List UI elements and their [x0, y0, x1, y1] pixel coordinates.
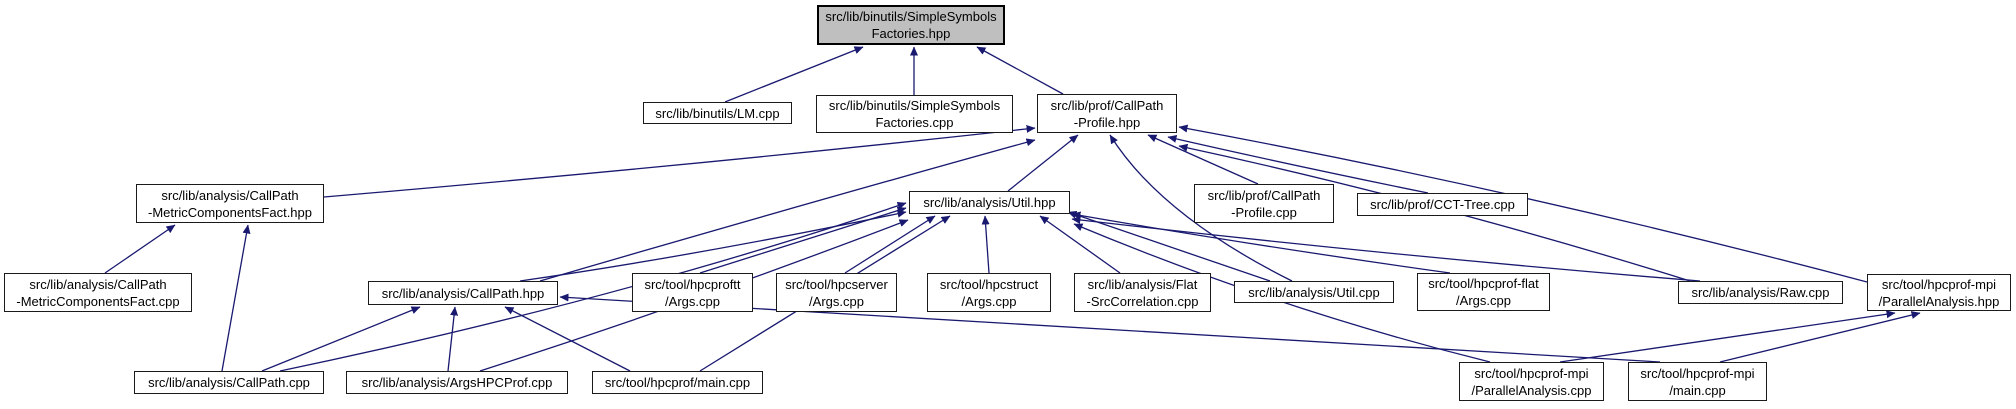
include-edge-util-cpp-to-callpath-profile-hpp — [1109, 134, 1293, 282]
graph-node-label: src/tool/hpcprof-mpi — [1474, 365, 1589, 381]
graph-node-hpcproftt-args-cpp[interactable]: src/tool/hpcproftt/Args.cpp — [632, 273, 753, 312]
graph-node-hpcprof-main-cpp[interactable]: src/tool/hpcprof/main.cpp — [592, 371, 763, 394]
include-edge-util-hpp-to-callpath-profile-hpp — [1007, 134, 1079, 192]
graph-node-label: src/tool/hpcprof/main.cpp — [604, 375, 751, 390]
graph-node-label: src/lib/analysis/ArgsHPCProf.cpp — [361, 375, 553, 390]
graph-node-hpcserver-args-cpp[interactable]: src/tool/hpcserver/Args.cpp — [776, 273, 897, 312]
graph-node-label: src/lib/prof/CallPath — [1207, 187, 1321, 203]
include-edge-hpcprof-flat-args-cpp-to-util-hpp — [1071, 211, 1451, 274]
graph-node-label: src/lib/prof/CallPath — [1050, 97, 1164, 113]
include-edge-cct-tree-cpp-to-callpath-profile-hpp — [1167, 135, 1429, 194]
graph-node-label: src/lib/analysis/CallPath.hpp — [381, 285, 545, 301]
graph-node-hpcprof-mpi-main-cpp[interactable]: src/tool/hpcprof-mpi/main.cpp — [1628, 362, 1767, 401]
graph-node-util-hpp[interactable]: src/lib/analysis/Util.hpp — [909, 191, 1070, 214]
include-edge-raw-cpp-to-util-hpp — [1071, 216, 1701, 282]
graph-node-label: /Args.cpp — [961, 293, 1017, 309]
include-edge-util-cpp-to-util-hpp — [1067, 210, 1271, 282]
graph-node-label: src/lib/analysis/Util.hpp — [923, 195, 1056, 210]
graph-node-callpath-profile-cpp[interactable]: src/lib/prof/CallPath-Profile.cpp — [1194, 184, 1334, 223]
graph-node-label: -MetricComponentsFact.hpp — [147, 204, 312, 220]
graph-node-label: -SrcCorrelation.cpp — [1086, 293, 1199, 309]
graph-node-callpath-hpp[interactable]: src/lib/analysis/CallPath.hpp — [368, 281, 558, 305]
graph-node-parallelanalysis-hpp[interactable]: src/tool/hpcprof-mpi/ParallelAnalysis.hp… — [1867, 274, 2011, 311]
graph-node-label: Factories.hpp — [871, 26, 951, 41]
include-edge-callpath-metriccomponentsfact-hpp-to-callpath-profile-hpp — [323, 124, 1036, 198]
graph-node-label: /Args.cpp — [665, 293, 720, 309]
include-edge-lm-cpp-to-simplesymbolsfactories-hpp — [724, 46, 864, 103]
graph-node-label: src/tool/hpcstruct — [939, 276, 1039, 292]
graph-node-label: src/tool/hpcprof-flat — [1428, 276, 1539, 291]
graph-node-label: src/lib/analysis/CallPath — [29, 276, 167, 292]
graph-node-label: src/lib/analysis/Util.cpp — [1248, 284, 1380, 300]
graph-node-parallelanalysis-cpp[interactable]: src/tool/hpcprof-mpi/ParallelAnalysis.cp… — [1459, 362, 1604, 401]
include-edge-callpath-profile-cpp-to-callpath-profile-hpp — [1147, 134, 1259, 185]
include-edge-callpath-cpp-to-callpath-metriccomponentsfact-hpp — [221, 224, 251, 372]
graph-node-label: src/tool/hpcserver — [785, 276, 888, 292]
graph-node-util-cpp[interactable]: src/lib/analysis/Util.cpp — [1234, 281, 1394, 303]
graph-node-label: src/lib/analysis/Raw.cpp — [1691, 285, 1830, 300]
graph-node-label: src/lib/binutils/SimpleSymbols — [828, 98, 1001, 113]
graph-node-label: src/lib/prof/CCT-Tree.cpp — [1370, 197, 1515, 212]
include-edge-hpcproftt-args-cpp-to-util-hpp — [699, 206, 907, 274]
graph-node-label: -MetricComponentsFact.cpp — [16, 293, 180, 309]
graph-node-label: Factories.cpp — [875, 115, 954, 130]
graph-node-cct-tree-cpp[interactable]: src/lib/prof/CCT-Tree.cpp — [1357, 193, 1528, 216]
graph-node-label: /ParallelAnalysis.cpp — [1471, 382, 1592, 398]
graph-node-label: src/tool/hpcprof-mpi — [1640, 365, 1755, 381]
graph-node-label: -Profile.cpp — [1231, 204, 1297, 220]
include-edge-hpcserver-args-cpp-to-util-hpp — [844, 215, 936, 274]
graph-node-argshpcprof-cpp[interactable]: src/lib/analysis/ArgsHPCProf.cpp — [346, 371, 568, 394]
include-edge-callpath-cpp-to-util-hpp — [279, 201, 907, 372]
graph-node-hpcstruct-args-cpp[interactable]: src/tool/hpcstruct/Args.cpp — [927, 273, 1051, 312]
graph-node-label: src/lib/analysis/Flat — [1087, 276, 1198, 292]
include-edge-hpcprof-main-cpp-to-callpath-hpp — [504, 306, 631, 372]
graph-node-label: src/lib/analysis/CallPath.cpp — [148, 375, 310, 390]
graph-node-label: /Args.cpp — [1456, 293, 1511, 308]
graph-node-label: src/lib/analysis/CallPath — [161, 187, 299, 203]
graph-node-callpath-profile-hpp[interactable]: src/lib/prof/CallPath-Profile.hpp — [1037, 94, 1177, 133]
graph-node-flat-srccorrelation-cpp[interactable]: src/lib/analysis/Flat-SrcCorrelation.cpp — [1074, 273, 1211, 312]
graph-node-label: src/tool/hpcprof-mpi — [1881, 276, 1997, 292]
graph-node-callpath-metriccomponentsfact-cpp[interactable]: src/lib/analysis/CallPath-MetricComponen… — [4, 273, 192, 312]
graph-node-label: -Profile.hpp — [1073, 114, 1141, 130]
graph-node-lm-cpp[interactable]: src/lib/binutils/LM.cpp — [643, 102, 792, 124]
include-edge-hpcstruct-args-cpp-to-util-hpp — [981, 215, 990, 274]
graph-node-label: src/lib/binutils/LM.cpp — [655, 105, 780, 121]
graph-node-label: /ParallelAnalysis.hpp — [1878, 293, 2000, 309]
graph-node-label: src/lib/binutils/SimpleSymbols — [825, 9, 997, 24]
include-edge-callpath-cpp-to-callpath-hpp — [261, 306, 421, 372]
graph-node-label: src/tool/hpcproftt — [644, 276, 741, 292]
include-edge-callpath-hpp-to-callpath-profile-hpp — [539, 138, 1036, 282]
graph-node-label: /Args.cpp — [809, 293, 864, 309]
include-edge-callpath-profile-hpp-to-simplesymbolsfactories-hpp — [976, 46, 1064, 95]
graph-node-label: /main.cpp — [1669, 382, 1726, 398]
include-edge-hpcprof-mpi-main-cpp-to-parallelanalysis-hpp — [1719, 311, 1921, 363]
graph-node-hpcprof-flat-args-cpp[interactable]: src/tool/hpcprof-flat/Args.cpp — [1417, 273, 1550, 311]
graph-node-raw-cpp[interactable]: src/lib/analysis/Raw.cpp — [1678, 281, 1843, 304]
include-edge-flat-srccorrelation-cpp-to-util-hpp — [1039, 215, 1121, 274]
include-edge-argshpcprof-cpp-to-callpath-hpp — [447, 306, 459, 372]
include-edge-callpath-metriccomponentsfact-cpp-to-callpath-metriccomponentsfact-hpp — [104, 224, 176, 274]
graph-node-callpath-cpp[interactable]: src/lib/analysis/CallPath.cpp — [134, 371, 324, 394]
include-edge-callpath-hpp-to-util-hpp — [519, 209, 907, 282]
include-edge-parallelanalysis-cpp-to-parallelanalysis-hpp — [1559, 310, 1896, 363]
graph-node-callpath-metriccomponentsfact-hpp[interactable]: src/lib/analysis/CallPath-MetricComponen… — [136, 184, 324, 223]
